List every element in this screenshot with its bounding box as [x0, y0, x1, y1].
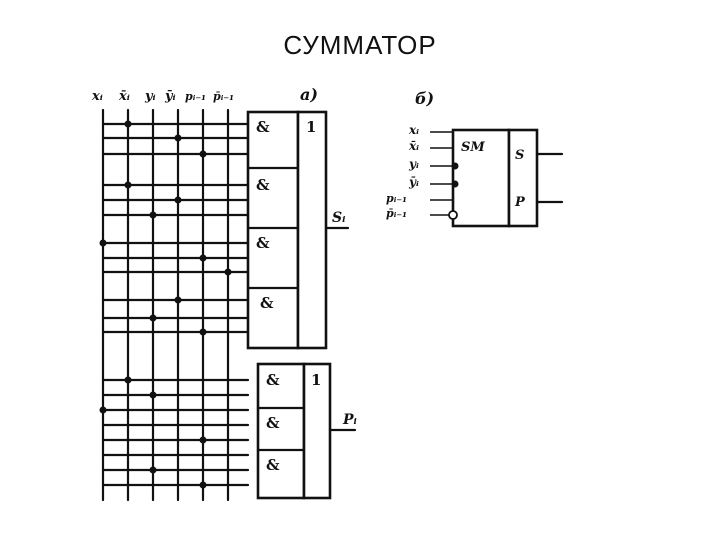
- and-gate-1: &: [256, 118, 270, 136]
- part-a-label: a): [300, 85, 318, 104]
- input-label-y: yᵢ: [144, 89, 156, 104]
- sum-gate-block: & & & & 1 Sᵢ: [246, 110, 350, 350]
- sm-input-y-bar: ȳᵢ: [408, 175, 419, 189]
- sm-input-y: yᵢ: [408, 157, 419, 171]
- sm-label: SM: [461, 140, 485, 155]
- input-label-x-bar: x̄ᵢ: [118, 89, 130, 104]
- and-gate-3: &: [256, 234, 270, 252]
- sm-output-s: S: [515, 148, 524, 163]
- or-gate-carry: 1: [311, 371, 321, 389]
- input-label-y-bar: ȳᵢ: [164, 89, 176, 104]
- sm-input-p: pᵢ₋₁: [386, 192, 407, 205]
- sum-output-label: Sᵢ: [332, 210, 345, 226]
- and-gate-6: &: [266, 414, 280, 432]
- junction-dots: [99, 120, 232, 489]
- part-b-label: б): [415, 89, 434, 108]
- input-buses: [101, 108, 230, 502]
- sm-input-p-bar: p̄ᵢ₋₁: [386, 207, 407, 220]
- or-gate-sum: 1: [306, 118, 316, 136]
- sm-block: SM S P xᵢ x̄ᵢ yᵢ ȳᵢ pᵢ₋₁ p̄ᵢ₋₁: [386, 123, 564, 228]
- input-label-p: pᵢ₋₁: [185, 90, 206, 103]
- input-label-p-bar: p̄ᵢ₋₁: [213, 90, 234, 103]
- carry-output-label: Pᵢ: [342, 412, 357, 428]
- input-label-x: xᵢ: [91, 89, 103, 104]
- and-gate-7: &: [266, 456, 280, 474]
- and-gate-5: &: [266, 371, 280, 389]
- sm-output-p: P: [514, 195, 526, 210]
- sm-input-x: xᵢ: [408, 123, 419, 137]
- carry-gate-block: & & & 1 Pᵢ: [256, 362, 357, 500]
- slide-title: СУММАТОР: [283, 30, 437, 60]
- and-gate-2: &: [256, 176, 270, 194]
- and-gate-4: &: [260, 294, 274, 312]
- gate-input-wires-lower: [101, 378, 250, 487]
- sm-input-x-bar: x̄ᵢ: [408, 139, 419, 153]
